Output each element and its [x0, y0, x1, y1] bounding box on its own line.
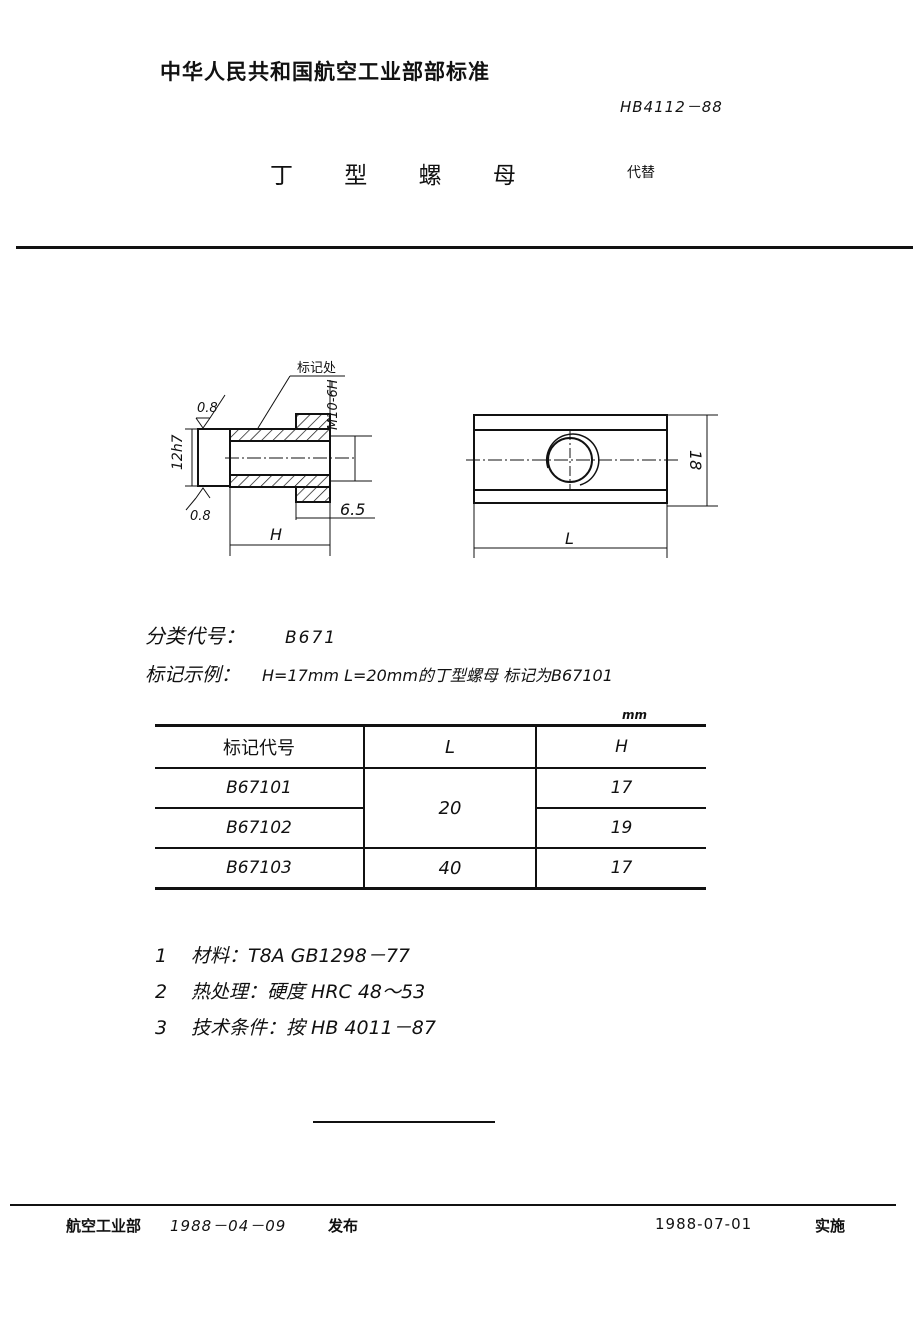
end-rule [313, 1121, 495, 1123]
technical-drawing: 标记处 0.8 0.8 12h7 M10-6H 6.5 H 18 L [170, 361, 718, 558]
cell-l: 40 [364, 848, 537, 890]
table-row: B67101 20 17 [155, 768, 706, 849]
svg-text:6.5: 6.5 [340, 500, 365, 519]
table-header-row: 标记代号 L H [155, 724, 706, 769]
svg-text:H: H [270, 525, 282, 544]
svg-text:L: L [565, 529, 574, 548]
cell-h: 17 [536, 768, 706, 809]
cell-code: B67101 [155, 768, 365, 809]
svg-text:12h7: 12h7 [170, 434, 186, 470]
header-code: 标记代号 [155, 724, 365, 769]
table-row: B67102 19 [155, 808, 706, 849]
marking-location-label: 标记处 [297, 361, 336, 376]
classification-line: 分类代号： B671 [145, 620, 337, 649]
cell-code: B67103 [155, 848, 365, 890]
replaces-label: 代替 [627, 165, 655, 181]
svg-text:0.8: 0.8 [197, 401, 218, 416]
table-row: B67103 40 17 [155, 848, 706, 890]
organization-title: 中华人民共和国航空工业部部标准 [160, 60, 490, 84]
document-title: 丁 型 螺 母 [270, 163, 538, 189]
classification-label: 分类代号： [145, 624, 245, 648]
svg-text:M10-6H: M10-6H [326, 379, 341, 430]
spec-table: 标记代号 L H B67101 20 17 B67102 19 B67103 4… [155, 724, 706, 890]
standard-number: HB4112－88 [620, 98, 723, 116]
cell-h: 19 [536, 808, 706, 849]
svg-text:0.8: 0.8 [190, 509, 211, 524]
header-l: L [364, 724, 537, 769]
cell-l: 20 [364, 768, 537, 849]
marking-example-label: 标记示例： [145, 664, 241, 686]
svg-text:18: 18 [686, 450, 705, 470]
classification-value: B671 [285, 628, 338, 648]
side-view [185, 375, 375, 556]
footer-implement-date: 1988-07-01 [655, 1215, 753, 1233]
footer-issue-date: 1988－04－09 [170, 1217, 287, 1235]
cell-code: B67102 [155, 808, 365, 849]
table-unit: mm [622, 708, 648, 722]
cell-h: 17 [536, 848, 706, 890]
footer-issuer: 航空工业部 [66, 1217, 142, 1235]
marking-example-line: 标记示例： H=17mm L=20mm的丁型螺母 标记为B67101 [145, 660, 613, 687]
header-h: H [536, 724, 706, 769]
footer-implement-label: 实施 [815, 1217, 846, 1235]
footer-issue-label: 发布 [328, 1217, 359, 1235]
footer-divider [10, 1204, 896, 1206]
front-view [466, 414, 718, 558]
header-divider [16, 246, 913, 249]
marking-example-value: H=17mm L=20mm的丁型螺母 标记为B67101 [262, 666, 613, 685]
